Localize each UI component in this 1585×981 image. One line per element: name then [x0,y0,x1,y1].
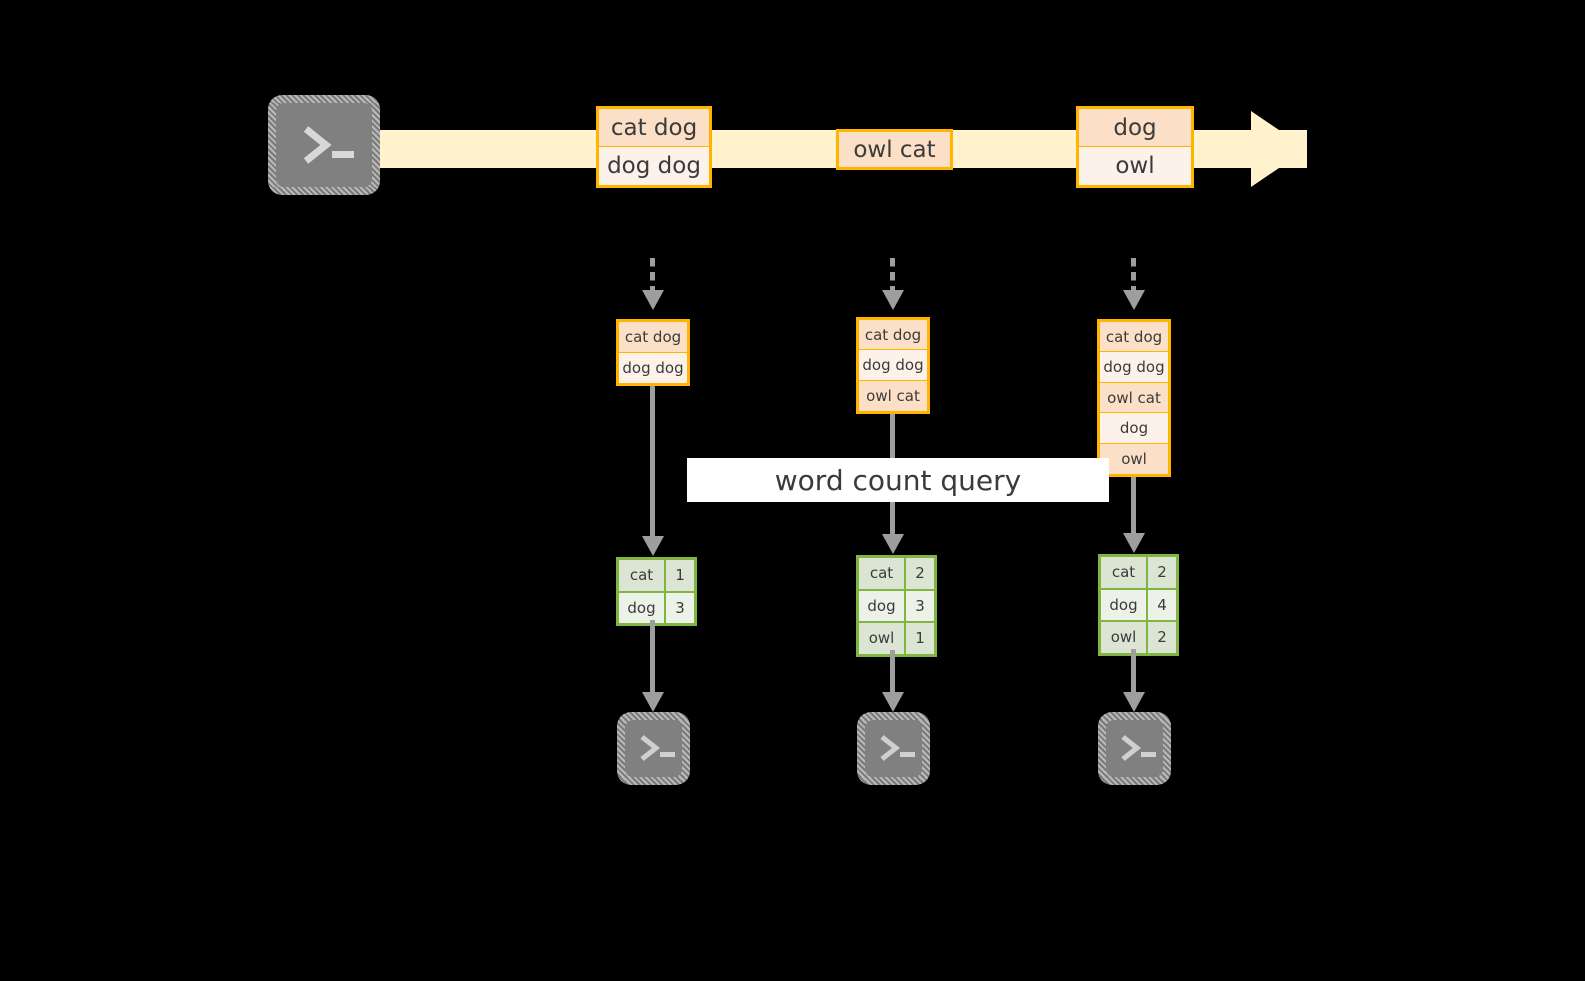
column-1-input-line-1: cat dog [619,322,687,353]
column-1-query-connector [650,386,655,541]
source-terminal-icon [268,95,380,195]
column-2-dashed-connector [890,258,895,292]
stream-batch-3-line-2: owl [1079,147,1191,185]
column-2-input-line-3: owl cat [859,380,927,411]
column-1-result-word-1: cat [619,560,666,591]
column-2-result-count-2: 3 [906,590,934,621]
column-3-result-table: cat 2 dog 4 owl 2 [1098,554,1179,656]
column-1-result-count-1: 1 [666,560,694,591]
column-3-input-line-2: dog dog [1100,352,1168,383]
column-2-input-box: cat dog dog dog owl cat [856,317,930,414]
column-3-sink-connector [1131,649,1136,695]
stream-arrow-head [1251,111,1307,187]
stream-batch-2: owl cat [836,129,953,170]
column-2-input-line-2: dog dog [859,350,927,381]
column-2-sink-connector [890,650,895,695]
terminal-prompt-glyph [880,735,915,761]
table-row: owl 1 [859,623,934,654]
column-1-input-box: cat dog dog dog [616,319,690,386]
column-1-result-table: cat 1 dog 3 [616,557,697,626]
column-3-result-count-3: 2 [1148,622,1176,653]
column-3-sink-terminal-icon [1098,712,1171,785]
stream-batch-1-line-1: cat dog [599,109,709,147]
stream-batch-2-line-1: owl cat [839,132,950,167]
terminal-prompt-glyph [1121,735,1156,761]
column-1-sink-connector [650,620,655,695]
query-label-band [687,458,1109,502]
stream-batch-1: cat dog dog dog [596,106,712,188]
column-1-result-word-2: dog [619,592,666,623]
table-row: owl 2 [1101,622,1176,653]
column-1-dashed-arrowhead [642,290,664,310]
column-2-input-line-1: cat dog [859,320,927,351]
terminal-screen [276,103,372,187]
column-1-sink-arrowhead [642,692,664,712]
column-2-result-word-1: cat [859,558,906,589]
terminal-screen [1106,720,1163,777]
stream-batch-3-line-1: dog [1079,109,1191,147]
column-2-sink-terminal-icon [857,712,930,785]
column-1-result-count-2: 3 [666,592,694,623]
column-3-result-word-1: cat [1101,557,1148,588]
column-2-result-count-1: 2 [906,558,934,589]
column-3-input-line-1: cat dog [1100,322,1168,353]
column-2-dashed-arrowhead [882,290,904,310]
column-1-sink-terminal-icon [617,712,690,785]
table-row: cat 2 [1101,557,1176,590]
column-1-query-arrowhead [642,536,664,556]
column-3-input-line-3: owl cat [1100,382,1168,414]
column-2-result-count-3: 1 [906,623,934,654]
column-3-dashed-connector [1131,258,1136,292]
terminal-prompt-glyph [640,735,675,761]
column-3-result-word-3: owl [1101,622,1148,653]
column-1-input-line-2: dog dog [619,352,687,383]
column-3-query-connector [1131,477,1136,538]
terminal-prompt-glyph [303,126,354,164]
table-row: dog 3 [619,592,694,623]
column-3-result-count-1: 2 [1148,557,1176,588]
column-2-result-word-3: owl [859,623,906,654]
column-3-input-box: cat dog dog dog owl cat dog owl [1097,319,1171,477]
column-3-dashed-arrowhead [1123,290,1145,310]
column-2-sink-arrowhead [882,692,904,712]
terminal-screen [865,720,922,777]
column-2-result-word-2: dog [859,590,906,621]
column-3-input-line-5: owl [1100,443,1168,475]
column-3-result-word-2: dog [1101,589,1148,620]
terminal-screen [625,720,682,777]
table-row: cat 2 [859,558,934,591]
column-2-query-arrowhead [882,534,904,554]
table-row: dog 4 [1101,589,1176,622]
table-row: cat 1 [619,560,694,593]
stream-batch-3: dog owl [1076,106,1194,188]
column-3-input-line-4: dog [1100,413,1168,444]
column-3-result-count-2: 4 [1148,589,1176,620]
column-3-sink-arrowhead [1123,692,1145,712]
stream-batch-1-line-2: dog dog [599,147,709,185]
column-1-dashed-connector [650,258,655,292]
query-label: word count query [774,463,1022,497]
column-3-query-arrowhead [1123,533,1145,553]
column-2-result-table: cat 2 dog 3 owl 1 [856,555,937,657]
table-row: dog 3 [859,590,934,623]
